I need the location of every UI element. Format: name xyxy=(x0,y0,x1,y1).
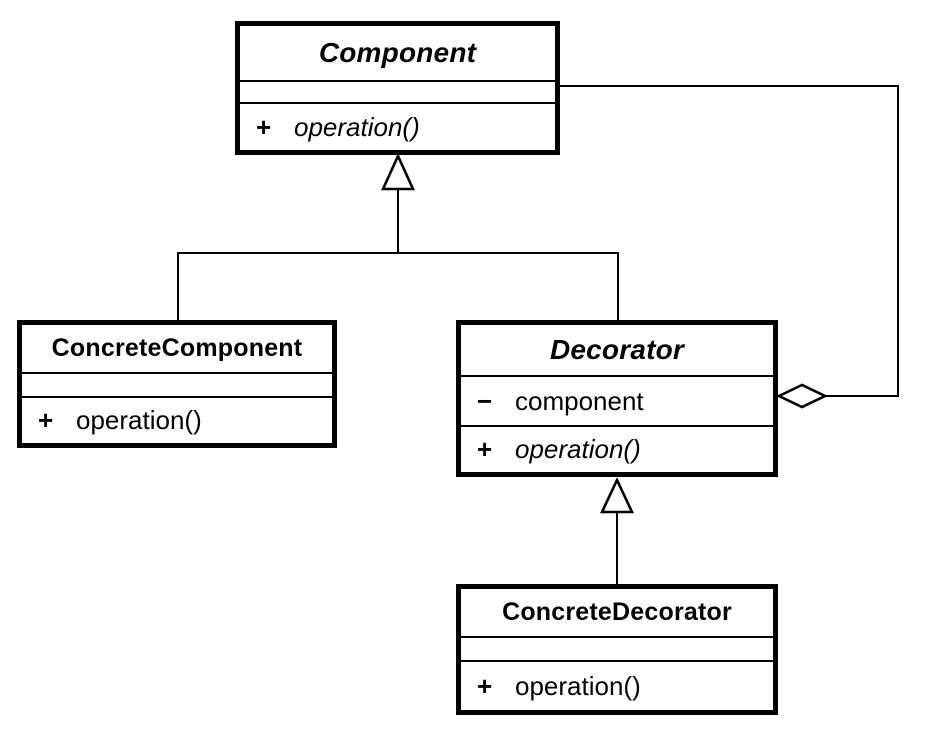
attributes-compartment-concrete-component xyxy=(22,372,332,396)
operations-compartment-concrete-decorator: + operation() xyxy=(461,660,773,710)
visibility-symbol: + xyxy=(477,434,493,464)
attributes-compartment-decorator: − component xyxy=(461,375,773,425)
generalization-branch-line xyxy=(177,252,619,254)
operation-row: + operation() xyxy=(22,398,332,443)
operations-compartment-concrete-component: + operation() xyxy=(22,396,332,443)
operation-row: + operation() xyxy=(240,104,555,150)
generalization-triangle-icon xyxy=(600,478,634,514)
operation-signature: operation() xyxy=(515,434,641,464)
class-title-concrete-component: ConcreteComponent xyxy=(51,334,303,362)
class-box-decorator: Decorator − component + operation() xyxy=(456,320,778,477)
operation-signature: operation() xyxy=(76,405,202,435)
class-title-concrete-decorator: ConcreteDecorator xyxy=(502,598,732,626)
operation-signature: operation() xyxy=(515,670,641,701)
aggregation-diamond-icon xyxy=(777,383,827,409)
generalization-line-from-concrete-decorator xyxy=(616,512,618,584)
visibility-symbol: + xyxy=(477,670,493,701)
operation-signature: operation() xyxy=(294,111,420,142)
generalization-triangle-icon xyxy=(381,154,415,191)
class-title-decorator: Decorator xyxy=(549,334,685,365)
attribute-name: component xyxy=(515,385,644,416)
operations-compartment-component: + operation() xyxy=(240,102,555,150)
visibility-symbol: + xyxy=(256,111,272,142)
visibility-symbol: − xyxy=(477,385,493,416)
operation-row: + operation() xyxy=(461,427,773,472)
aggregation-line-top xyxy=(560,85,899,87)
attributes-compartment-component xyxy=(240,80,555,102)
generalization-line-from-decorator xyxy=(617,252,619,320)
class-box-component: Component + operation() xyxy=(235,21,560,155)
operation-row: + operation() xyxy=(461,662,773,710)
class-box-concrete-component: ConcreteComponent + operation() xyxy=(17,320,337,448)
attribute-row: − component xyxy=(461,377,773,425)
attributes-compartment-concrete-decorator xyxy=(461,636,773,660)
aggregation-line-bottom xyxy=(824,395,899,397)
operations-compartment-decorator: + operation() xyxy=(461,425,773,472)
generalization-line-to-component xyxy=(397,189,399,253)
class-title-component: Component xyxy=(318,37,477,68)
aggregation-line-right xyxy=(897,85,899,397)
generalization-line-from-concrete-component xyxy=(177,252,179,320)
visibility-symbol: + xyxy=(38,405,54,435)
class-box-concrete-decorator: ConcreteDecorator + operation() xyxy=(456,584,778,715)
